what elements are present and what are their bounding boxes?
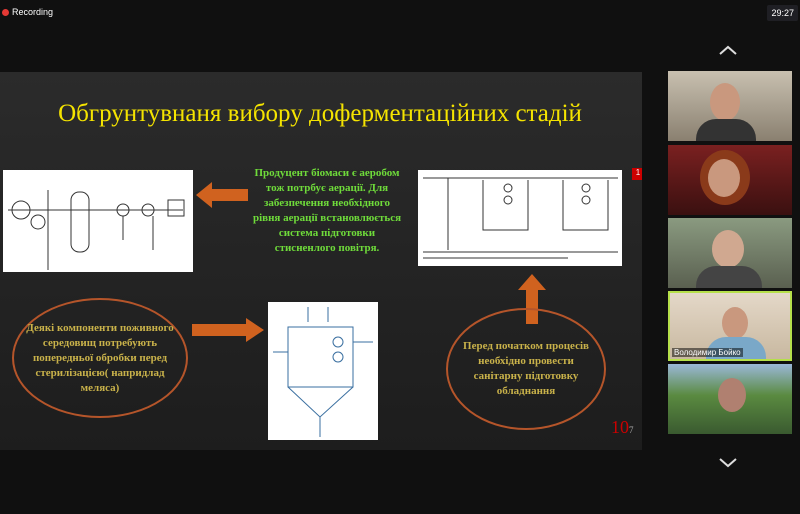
participant-tile-1[interactable] [668, 71, 792, 141]
process-diagram-1 [3, 170, 193, 272]
page-number: 107 [611, 417, 634, 438]
participant-tile-3[interactable] [668, 218, 792, 288]
scroll-down-chevron-icon[interactable] [718, 456, 738, 468]
participant-tile-2[interactable] [668, 145, 792, 215]
fermenter-diagram [268, 302, 378, 440]
pretreatment-text: Деякі компоненти поживного середовищ пот… [26, 321, 174, 394]
slide-badge: 1 [632, 168, 642, 180]
arrow-right-icon [192, 318, 264, 342]
sanitation-text: Перед початком процесів необхідно провес… [463, 340, 589, 397]
recording-label: Recording [12, 7, 54, 17]
meeting-timer: 29:27 [767, 5, 798, 21]
page-number-sub: 7 [629, 425, 634, 435]
recording-dot-icon [2, 8, 9, 16]
arrow-up-icon [518, 274, 546, 324]
scroll-up-chevron-icon[interactable] [718, 44, 738, 56]
slide-title: Обгрунтувнаня вибору доферментаційних ст… [58, 100, 582, 127]
recording-indicator[interactable]: Recording [2, 7, 53, 17]
sanitation-oval: Перед початком процесів необхідно провес… [446, 308, 606, 430]
aeration-text: Продуцент біомаси є аеробом тож потрбує … [252, 167, 402, 254]
arrow-left-icon [196, 182, 248, 208]
shared-slide: Обгрунтувнаня вибору доферментаційних ст… [0, 72, 642, 450]
participant-tile-4[interactable]: Володимир Бойко [668, 291, 792, 361]
process-diagram-2 [418, 170, 622, 266]
pretreatment-oval: Деякі компоненти поживного середовищ пот… [12, 298, 188, 418]
participant-name: Володимир Бойко [672, 348, 743, 357]
participant-tile-5[interactable] [668, 364, 792, 434]
page-number-main: 10 [611, 417, 629, 437]
